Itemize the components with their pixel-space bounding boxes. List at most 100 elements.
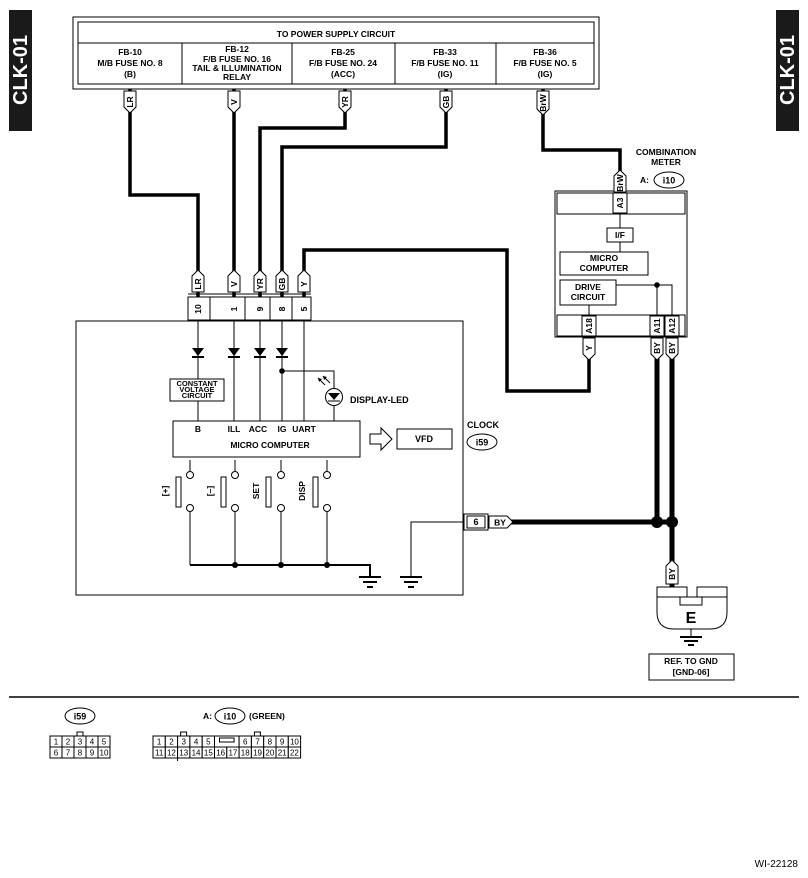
fuse-fb-12: FB-12 F/B FUSE NO. 16 TAIL & ILLUMINATIO… <box>192 44 281 82</box>
combination-meter: COMBINATION METER A: i10 A3 I/F MICRO CO… <box>554 147 696 338</box>
ground-ref-line1: REF. TO GND <box>664 656 718 666</box>
svg-text:YR: YR <box>255 278 265 290</box>
wire-tag-by-ground: BY <box>665 559 679 585</box>
power-supply-title: TO POWER SUPPLY CIRCUIT <box>277 29 396 39</box>
connector-i59-label: i59 <box>74 712 87 722</box>
svg-text:CONSTANT: CONSTANT <box>176 379 218 388</box>
svg-text:METER: METER <box>651 157 681 167</box>
connector-i10-prefix: A: <box>203 711 212 721</box>
i10-pin-11: 11 <box>155 749 164 758</box>
i59-pin-9: 9 <box>90 749 95 758</box>
wire-tag-lr-top: LR <box>123 90 137 114</box>
clock-pin-5: 5 <box>299 306 309 311</box>
i59-pin-1: 1 <box>54 738 59 747</box>
clock-pin-6-connector: 6 <box>463 513 489 531</box>
fuse-fb-33: FB-33 F/B FUSE NO. 11 (IG) <box>411 47 479 79</box>
clock-pin-1: 1 <box>229 306 239 311</box>
svg-text:VOLTAGE: VOLTAGE <box>179 385 214 394</box>
svg-text:UART: UART <box>292 424 316 434</box>
vfd-arrow <box>369 426 393 452</box>
clock-ground-2-icon <box>400 576 422 588</box>
wire-tag-yr-clock: YR <box>253 269 267 293</box>
i10-pin-22-cell <box>287 746 302 759</box>
vfd-label: VFD <box>415 434 434 444</box>
svg-text:BY: BY <box>652 342 662 354</box>
svg-text:LR: LR <box>125 96 135 107</box>
svg-text:FB-10: FB-10 <box>118 47 142 57</box>
svg-text:GB: GB <box>441 96 451 109</box>
i10-pin-9: 9 <box>280 738 285 747</box>
wire-tag-gb-clock: GB <box>275 269 289 293</box>
switch-minus: [–] <box>205 460 239 565</box>
doc-code: WI-22128 <box>755 859 799 870</box>
clock-pin-8: 8 <box>277 306 287 311</box>
svg-text:LR: LR <box>193 278 203 289</box>
i10-pin-18: 18 <box>241 749 250 758</box>
wire-tag-v-top: V <box>227 90 241 114</box>
svg-text:MICRO COMPUTER: MICRO COMPUTER <box>230 440 309 450</box>
switch-set: SET <box>251 460 285 565</box>
wire-tag-brw-meter: BrW <box>613 169 627 193</box>
connector-i10-suffix: (GREEN) <box>249 711 285 721</box>
svg-text:COMBINATION: COMBINATION <box>636 147 696 157</box>
i59-pin-3: 3 <box>78 738 83 747</box>
connector-i10-label: i10 <box>224 712 237 722</box>
svg-text:Y: Y <box>584 345 594 351</box>
svg-text:MICRO: MICRO <box>590 253 619 263</box>
svg-text:SET: SET <box>251 482 261 499</box>
svg-text:(IG): (IG) <box>438 69 453 79</box>
meter-pin-a11: A11 <box>652 318 662 333</box>
i10-pin-2: 2 <box>169 738 174 747</box>
ground-label: E <box>686 610 697 627</box>
vfd-box: VFD <box>396 428 453 450</box>
diode-acc <box>254 348 266 358</box>
i59-pin-5: 5 <box>102 738 107 747</box>
svg-text:Y: Y <box>299 281 309 287</box>
i10-pin-14: 14 <box>192 749 201 758</box>
i59-pin-4: 4 <box>90 738 95 747</box>
ground-symbol-icon <box>680 636 702 646</box>
svg-text:CIRCUIT: CIRCUIT <box>182 391 213 400</box>
fuse-fb-25: FB-25 F/B FUSE NO. 24 (ACC) <box>309 47 377 79</box>
side-tab-right: CLK-01 <box>776 10 799 131</box>
i10-pin-21: 21 <box>278 749 287 758</box>
wire-tags-top: LR V YR GB BrW <box>123 90 550 116</box>
i59-pin-10-cell <box>97 746 111 759</box>
svg-text:FB-36: FB-36 <box>533 47 557 57</box>
side-tab-left: CLK-01 <box>9 10 32 131</box>
clock-micro-computer: B ILL ACC IG UART MICRO COMPUTER <box>172 420 361 458</box>
wire-tag-brw-top: BrW <box>536 90 550 116</box>
switch-disp: DISP <box>297 460 331 565</box>
switch-plus: [+] <box>160 471 194 565</box>
svg-text:V: V <box>229 99 239 105</box>
i10-pin-15: 15 <box>204 749 213 758</box>
svg-text:RELAY: RELAY <box>223 72 251 82</box>
meter-connector-id: i10 <box>663 176 676 186</box>
meter-pin-a3: A3 <box>615 197 625 208</box>
ground-terminal: E REF. TO GND [GND-06] <box>648 586 735 681</box>
clock-title: CLOCK i59 <box>466 420 499 451</box>
i10-pin-17: 17 <box>228 749 237 758</box>
meter-if-label: I/F <box>615 230 625 240</box>
svg-text:(B): (B) <box>124 69 136 79</box>
i59-pin-7: 7 <box>66 749 71 758</box>
svg-text:YR: YR <box>340 96 350 108</box>
svg-text:COMPUTER: COMPUTER <box>580 263 629 273</box>
svg-text:FB-33: FB-33 <box>433 47 457 57</box>
clock-pin-9: 9 <box>255 306 265 311</box>
svg-text:BrW: BrW <box>538 93 548 111</box>
i10-pin-20: 20 <box>265 749 274 758</box>
i10-pin-8: 8 <box>268 738 273 747</box>
clock-connector-strip: 10 1 9 8 5 <box>187 293 312 321</box>
wire-tag-by-meter-a12: BY <box>665 337 679 361</box>
svg-text:(IG): (IG) <box>538 69 553 79</box>
i10-pin-4: 4 <box>194 738 199 747</box>
svg-text:[+]: [+] <box>160 486 170 497</box>
power-supply-box: TO POWER SUPPLY CIRCUIT FB-10 M/B FUSE N… <box>72 16 600 90</box>
wire-tag-gb-top: GB <box>439 90 453 114</box>
clock-pin-10: 10 <box>193 304 203 314</box>
i59-pin-8: 8 <box>78 749 83 758</box>
svg-text:BrW: BrW <box>615 173 625 191</box>
